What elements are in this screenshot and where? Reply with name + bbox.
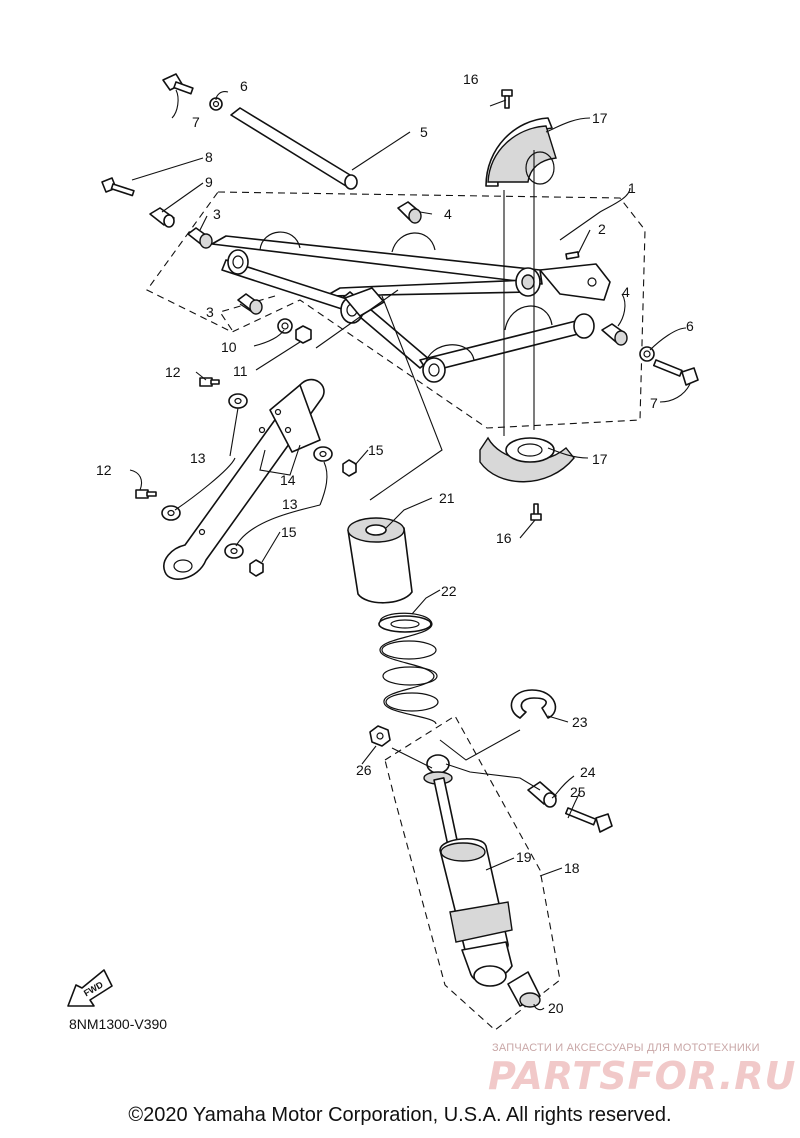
bracket-part-14 (163, 378, 325, 580)
callout-15-upper: 15 (368, 442, 384, 458)
callout-8: 8 (205, 149, 213, 165)
callout-22: 22 (441, 583, 457, 599)
callout-labels: 6 7 5 8 9 3 4 16 17 1 2 4 3 6 10 11 12 7… (96, 71, 694, 1016)
shaft-part-5 (230, 107, 358, 190)
callout-9: 9 (205, 174, 213, 190)
bolt-part-7-lower (652, 359, 699, 386)
callout-14: 14 (280, 472, 296, 488)
callout-6-lower: 6 (686, 318, 694, 334)
screw-part-16-lower (530, 503, 542, 521)
copyright-notice: ©2020 Yamaha Motor Corporation, U.S.A. A… (128, 1104, 672, 1126)
screw-part-16-upper (501, 89, 513, 109)
callout-11: 11 (233, 363, 248, 379)
snap-ring-part-23 (510, 689, 557, 719)
callout-4-upper: 4 (444, 206, 452, 222)
bushing-part-3-upper (187, 227, 213, 249)
callout-24: 24 (580, 764, 596, 780)
washer-part-10 (277, 318, 293, 334)
callout-25: 25 (570, 784, 586, 800)
callout-23: 23 (572, 714, 588, 730)
watermark-brand: PARTSFOR.RU (488, 1054, 797, 1098)
diagram-code: 8NM1300-V390 (69, 1016, 168, 1032)
nut-part-15-lower (249, 559, 264, 577)
callout-19: 19 (516, 849, 532, 865)
washer-part-13-bottom (224, 543, 244, 559)
callout-7-lower: 7 (650, 395, 658, 411)
bolt-part-7-upper (162, 73, 194, 95)
assembly-outline-1 (146, 191, 646, 429)
callout-13-upper: 13 (190, 450, 206, 466)
fwd-arrow-icon: FWD (67, 969, 113, 1007)
callout-26: 26 (356, 762, 372, 778)
bushing-part-4-upper (397, 201, 422, 224)
callout-16-top: 16 (463, 71, 479, 87)
callout-6-top: 6 (240, 78, 248, 94)
callout-17-top: 17 (592, 110, 608, 126)
callout-16-bottom: 16 (496, 530, 512, 546)
screw-part-2 (565, 251, 580, 260)
washer-part-6-lower (639, 346, 655, 362)
callout-20: 20 (548, 1000, 564, 1016)
callout-10: 10 (221, 339, 237, 355)
callout-3-upper: 3 (213, 206, 221, 222)
callout-13-lower: 13 (282, 496, 298, 512)
bolt-part-8 (101, 177, 135, 197)
washer-part-13-upper (228, 393, 248, 409)
bolt-part-12-lower (135, 489, 157, 499)
callout-2: 2 (598, 221, 606, 237)
bushing-part-4-lower (601, 323, 628, 346)
callout-17-lower: 17 (592, 451, 608, 467)
callout-12-upper: 12 (165, 364, 181, 380)
shock-absorber-part-18 (423, 754, 513, 987)
callout-4-lower: 4 (622, 284, 630, 300)
leader-lines (129, 89, 691, 1011)
washer-part-6-upper (209, 97, 223, 111)
bolt-part-25 (564, 807, 613, 833)
callout-15-lower: 15 (281, 524, 297, 540)
nut-part-26 (369, 725, 391, 747)
spring-part-22 (378, 612, 439, 725)
clamp-part-17-upper (485, 117, 557, 187)
washer-part-13-mid (313, 446, 333, 462)
bushing-part-3-lower (237, 293, 263, 315)
nut-part-11 (295, 325, 312, 344)
clamp-part-17-lower (479, 436, 575, 483)
bolt-part-12-upper (199, 377, 220, 387)
callout-1: 1 (628, 180, 636, 196)
watermark-tagline: ЗАПЧАСТИ И АКСЕССУАРЫ ДЛЯ МОТОТЕХНИКИ (492, 1042, 760, 1054)
bump-stop-part-21 (347, 517, 413, 604)
bushing-part-20 (507, 971, 541, 1008)
callout-3-lower: 3 (206, 304, 214, 320)
callout-5: 5 (420, 124, 428, 140)
nut-part-15-upper (342, 459, 357, 477)
callout-12-lower: 12 (96, 462, 112, 478)
callout-18: 18 (564, 860, 580, 876)
callout-7-top: 7 (192, 114, 200, 130)
collar-part-9 (149, 207, 175, 228)
callout-21: 21 (439, 490, 455, 506)
